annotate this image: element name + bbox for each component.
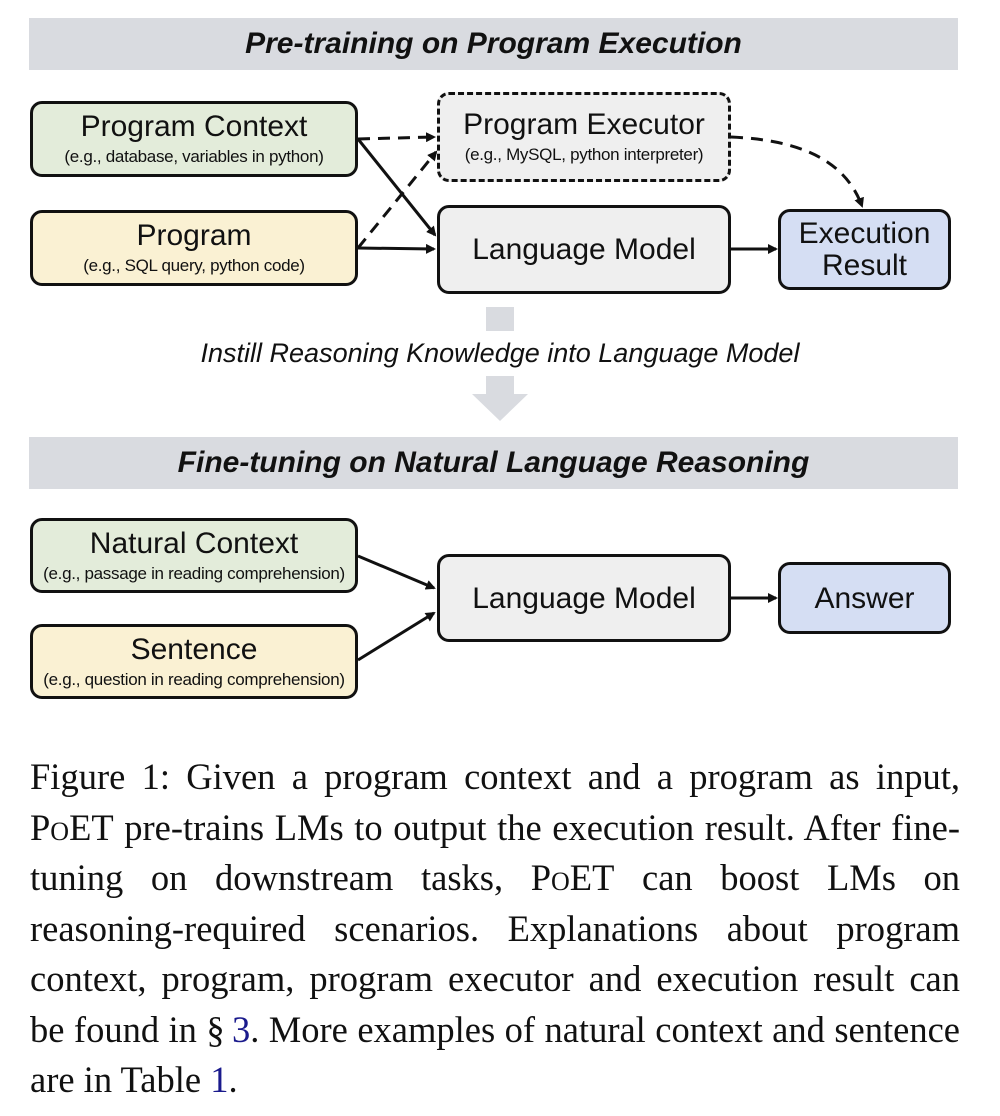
transition-arrow-stem — [486, 376, 514, 394]
answer-box: Answer — [778, 562, 951, 634]
transition-arrow-stem-top — [486, 307, 514, 331]
execution-result-line2: Result — [821, 248, 908, 282]
transition-arrow-head — [472, 394, 528, 421]
caption-part3: can boost LMs on reasoning-required scen… — [30, 857, 960, 1050]
natural-context-box: Natural Context (e.g., passage in readin… — [30, 518, 358, 593]
program-example: (e.g., SQL query, python code) — [83, 256, 305, 276]
program-executor-box: Program Executor (e.g., MySQL, python in… — [437, 92, 731, 182]
figure-caption: Figure 1: Given a program context and a … — [30, 752, 960, 1106]
program-context-box: Program Context (e.g., database, variabl… — [30, 101, 358, 177]
program-executor-title: Program Executor — [463, 108, 705, 142]
arrow-natural-context-to-lm — [357, 554, 436, 590]
arrow-sentence-to-lm — [357, 611, 436, 662]
pretraining-title-text: Pre-training on Program Execution — [245, 27, 742, 60]
section-ref-link[interactable]: 3 — [231, 1008, 251, 1050]
natural-context-title: Natural Context — [89, 526, 299, 560]
arrow-program-to-executor — [356, 150, 438, 249]
table-ref-link[interactable]: 1 — [210, 1059, 229, 1100]
execution-result-box: Execution Result — [778, 209, 951, 290]
caption-part4: . More ex­amples of natural context and … — [30, 1008, 960, 1101]
arrow-executor-to-result — [730, 135, 864, 208]
pretraining-section-title: Pre-training on Program Execution — [29, 18, 958, 70]
sentence-box: Sentence (e.g., question in reading comp… — [30, 624, 358, 699]
arrow-program-to-lm — [357, 243, 436, 254]
poet-name: PoET — [30, 806, 114, 848]
answer-title: Answer — [814, 581, 915, 615]
finetuning-language-model-box: Language Model — [437, 554, 731, 642]
execution-result-line1: Execution — [798, 217, 931, 250]
natural-context-example: (e.g., passage in reading comprehension) — [43, 563, 345, 583]
program-executor-example: (e.g., MySQL, python interpreter) — [464, 145, 704, 165]
arrow-context-to-lm — [356, 138, 437, 237]
pretraining-language-model-title: Language Model — [472, 233, 696, 266]
program-box: Program (e.g., SQL query, python code) — [30, 210, 358, 286]
program-context-example: (e.g., database, variables in python) — [64, 147, 324, 167]
finetuning-language-model-title: Language Model — [472, 581, 696, 615]
pretraining-language-model-box: Language Model — [437, 205, 731, 294]
transition-label: Instill Reasoning Knowledge into Languag… — [200, 338, 800, 368]
caption-prefix: Figure 1: Given a program context and a … — [30, 756, 960, 797]
caption-suffix: . — [228, 1059, 238, 1100]
program-context-title: Program Context — [80, 110, 308, 144]
caption-part2: pre-trains LMs to output the execution r… — [30, 806, 960, 899]
finetuning-section-title: Fine-tuning on Natural Language Reasonin… — [29, 437, 958, 489]
finetuning-title-text: Fine-tuning on Natural Language Reasonin… — [177, 446, 810, 479]
arrow-context-to-executor — [357, 132, 436, 143]
program-title: Program — [136, 219, 252, 253]
poet-name-2: PoET — [530, 857, 615, 898]
sentence-title: Sentence — [130, 632, 258, 666]
sentence-example: (e.g., question in reading comprehension… — [43, 669, 345, 689]
